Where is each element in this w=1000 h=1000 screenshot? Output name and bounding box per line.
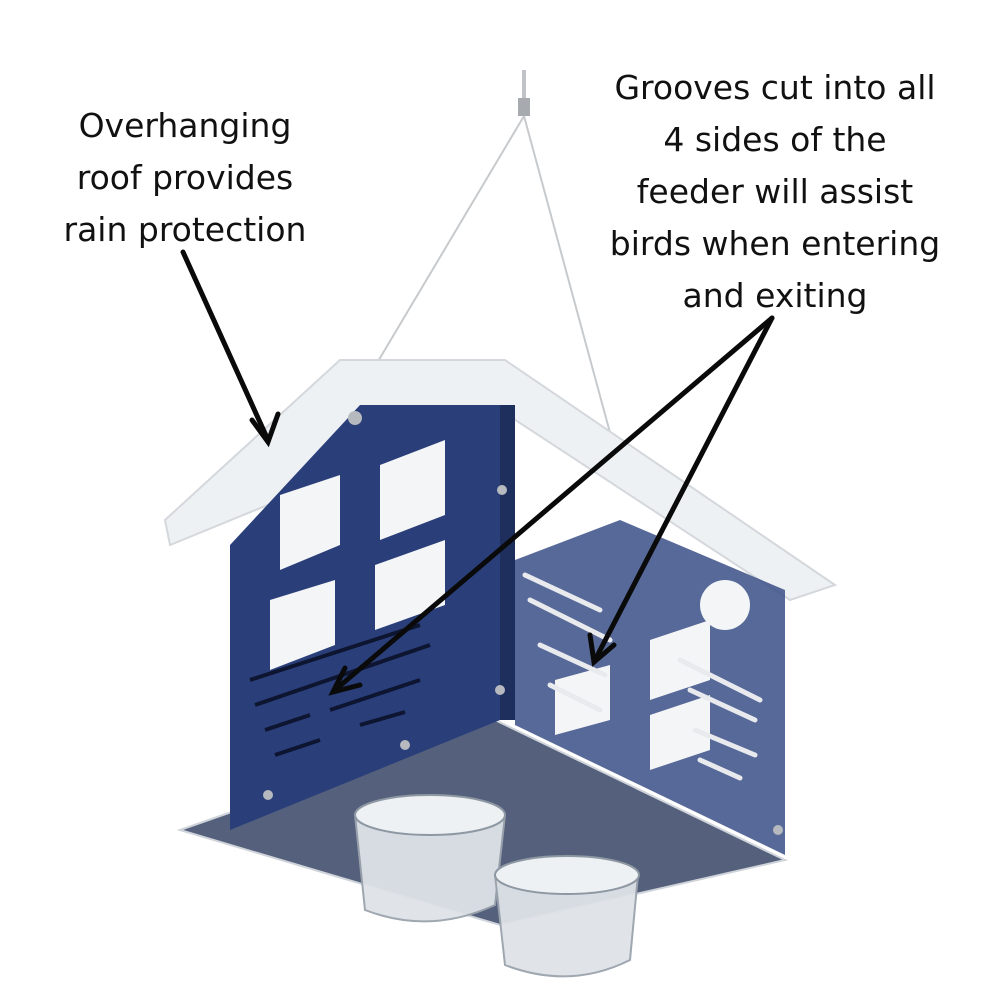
roof-arrow — [180, 249, 271, 443]
feeding-cups — [353, 794, 640, 978]
side-panel — [495, 405, 785, 855]
groove-arrow-left — [332, 315, 775, 693]
grooves-annotation: Grooves cut into all 4 sides of the feed… — [609, 68, 941, 315]
clear-roof — [163, 359, 838, 602]
groove-arrow-right — [592, 315, 775, 663]
annotation-arrows — [180, 249, 775, 696]
hanging-wire — [354, 70, 613, 441]
front-panel — [230, 405, 500, 830]
roof-annotation: Overhanging roof provides rain protectio… — [63, 106, 307, 249]
